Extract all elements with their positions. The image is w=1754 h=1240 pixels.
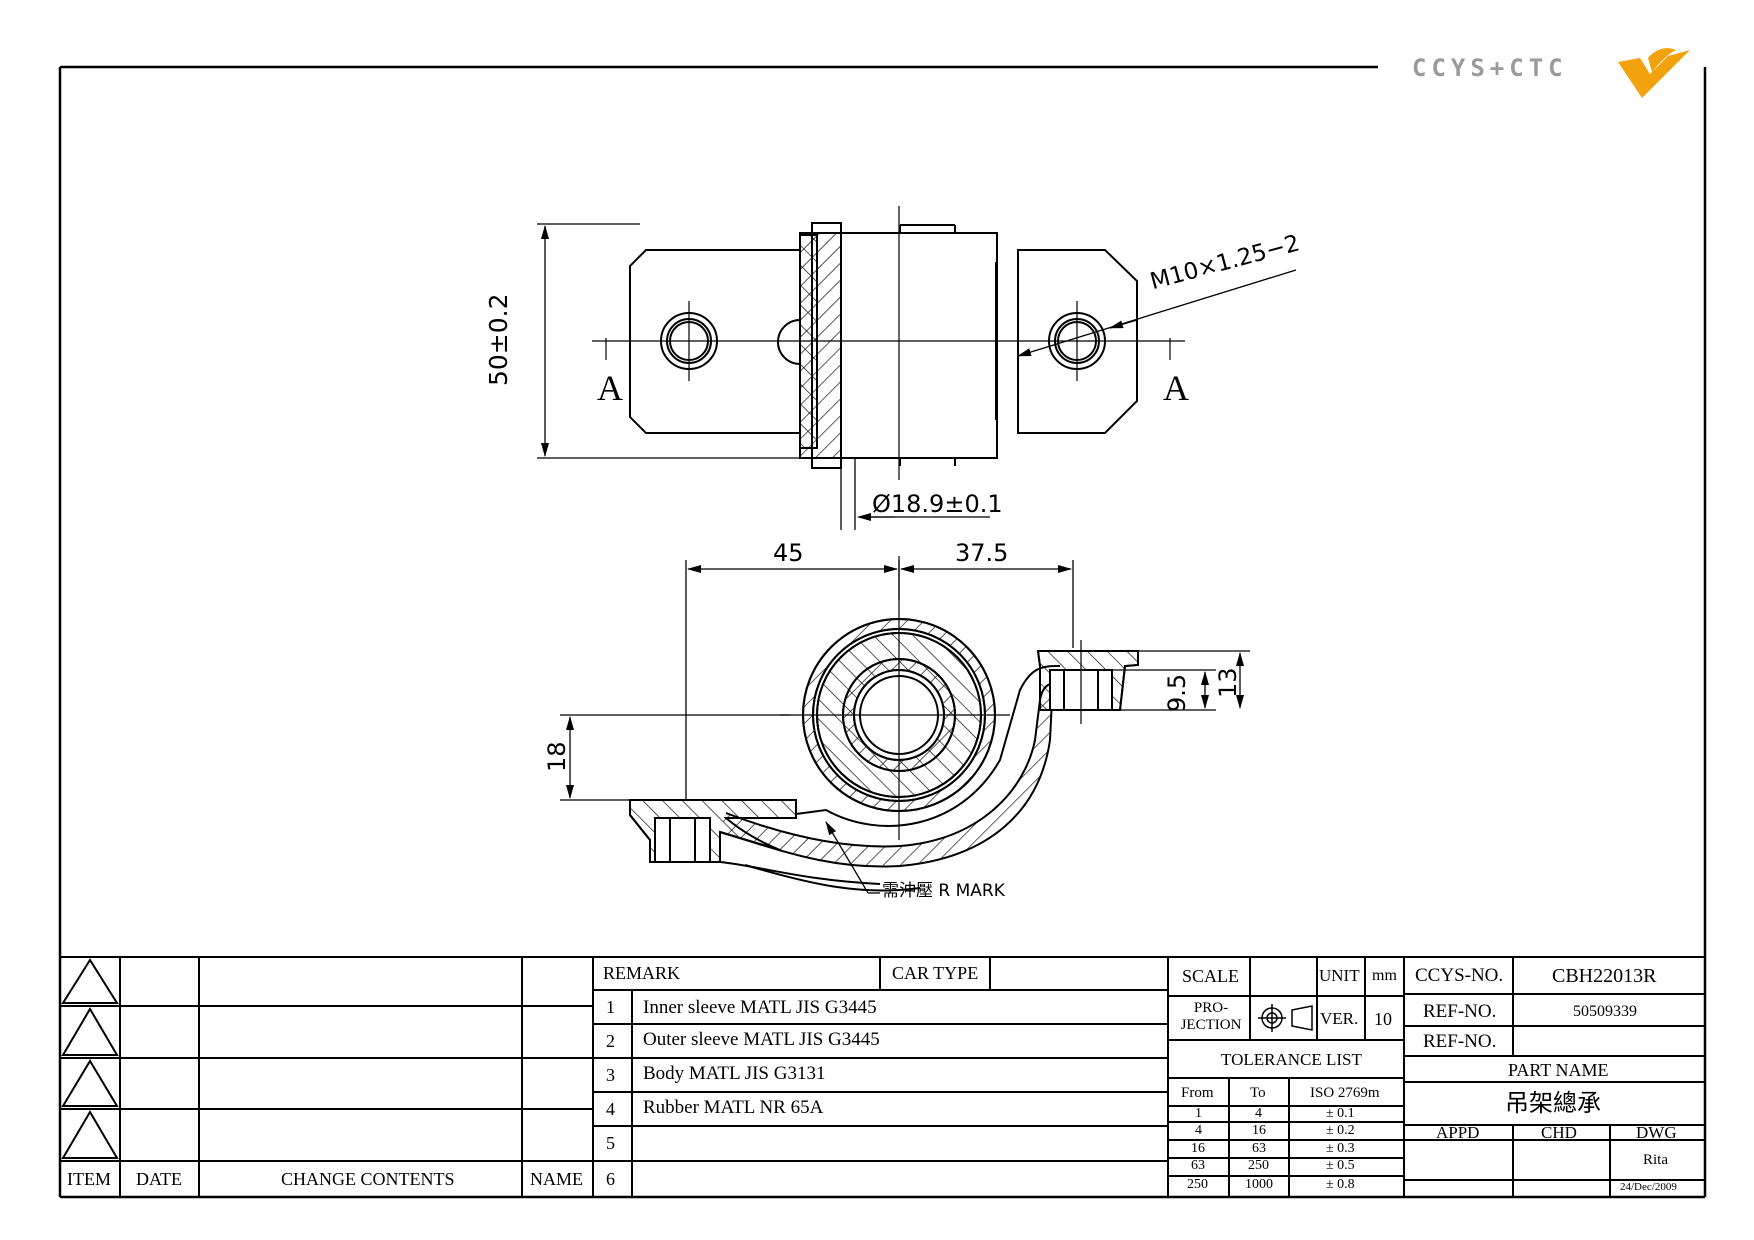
- drawn-by: Rita: [1643, 1152, 1668, 1168]
- tol-value: ± 0.5: [1326, 1158, 1355, 1173]
- ver-value: 10: [1374, 1009, 1392, 1029]
- top-centerlines: [592, 206, 1185, 480]
- scale-label: SCALE: [1182, 966, 1240, 986]
- tol-to: 1000: [1245, 1177, 1273, 1192]
- tol-to: 16: [1252, 1123, 1266, 1138]
- remark-text: Inner sleeve MATL JIS G3445: [643, 997, 877, 1018]
- remark-label: REMARK: [603, 963, 681, 983]
- dim-nut-outer-label: 13: [1214, 667, 1242, 698]
- tol-value: ± 0.8: [1326, 1177, 1355, 1192]
- dim-height: [537, 223, 812, 459]
- car-type-label: CAR TYPE: [892, 963, 979, 983]
- remark-no: 3: [606, 1065, 615, 1085]
- ccys-no-label: CCYS-NO.: [1415, 965, 1504, 986]
- logo-emblem-icon: [1618, 48, 1690, 98]
- unit-label: UNIT: [1319, 966, 1360, 985]
- tolerance-list-title: TOLERANCE LIST: [1221, 1050, 1362, 1069]
- tol-value: ± 0.3: [1326, 1141, 1355, 1156]
- remark-no: 2: [606, 1031, 615, 1051]
- dim-axis-height-label: 18: [543, 741, 571, 772]
- side-dimensions: [560, 560, 1250, 894]
- ref-no-value: 50509339: [1573, 1003, 1637, 1020]
- rev-header-item: ITEM: [67, 1169, 111, 1189]
- part-name-value: 吊架總承: [1505, 1089, 1601, 1117]
- section-mark-right: A: [1163, 368, 1189, 408]
- ref-no-label: REF-NO.: [1423, 1001, 1497, 1022]
- tol-from: 4: [1195, 1123, 1202, 1138]
- tol-from: 250: [1187, 1177, 1208, 1192]
- chd-label: CHD: [1541, 1123, 1577, 1142]
- tol-to: 250: [1248, 1158, 1269, 1173]
- tol-from: 1: [1195, 1106, 1202, 1121]
- tol-header-iso: ISO 2769m: [1310, 1085, 1380, 1101]
- remark-text: Rubber MATL NR 65A: [643, 1097, 824, 1118]
- remark-no: 5: [606, 1133, 615, 1153]
- dim-right-length-label: 37.5: [955, 539, 1009, 567]
- remark-text: Body MATL JIS G3131: [643, 1063, 826, 1084]
- remark-no: 4: [606, 1099, 615, 1119]
- tol-header-to: To: [1250, 1085, 1266, 1101]
- sheet-border: [58, 65, 1707, 1199]
- projection-symbol-icon: [1258, 1004, 1313, 1032]
- drawing-date: 24/Dec/2009: [1620, 1181, 1677, 1193]
- dwg-label: DWG: [1636, 1123, 1677, 1142]
- dim-height-label: 50±0.2: [484, 293, 513, 386]
- title-block-grid: [60, 956, 1705, 1197]
- part-name-label: PART NAME: [1508, 1060, 1609, 1080]
- tol-to: 63: [1252, 1141, 1266, 1156]
- side-view: [629, 618, 1139, 892]
- dim-diameter-label: Ø18.9±0.1: [872, 490, 1003, 518]
- company-logo-text: CCYS+CTC: [1412, 54, 1568, 82]
- rev-header-change-contents: CHANGE CONTENTS: [281, 1169, 455, 1189]
- ref-no2-label: REF-NO.: [1423, 1031, 1497, 1052]
- tol-to: 4: [1255, 1106, 1262, 1121]
- tol-value: ± 0.2: [1326, 1123, 1355, 1138]
- projection-label: PRO-JECTION: [1180, 1000, 1242, 1033]
- rev-header-date: DATE: [136, 1169, 182, 1189]
- rev-header-name: NAME: [530, 1169, 583, 1189]
- ver-label: VER.: [1320, 1009, 1359, 1028]
- dim-thread-leader: [1017, 269, 1297, 357]
- side-centerlines: [780, 556, 1082, 840]
- tol-from: 16: [1191, 1141, 1205, 1156]
- appd-label: APPD: [1436, 1123, 1480, 1142]
- dim-left-length-label: 45: [773, 539, 804, 567]
- dim-diameter: [840, 458, 990, 530]
- ccys-no-value: CBH22013R: [1552, 965, 1657, 987]
- remark-text: Outer sleeve MATL JIS G3445: [643, 1029, 880, 1050]
- dim-nut-inner-label: 9.5: [1163, 673, 1191, 712]
- section-mark-left: A: [597, 368, 623, 408]
- r-mark-callout: 需沖壓 R MARK: [882, 881, 1005, 901]
- tol-header-from: From: [1181, 1085, 1214, 1101]
- tol-value: ± 0.1: [1326, 1106, 1355, 1121]
- remark-no: 1: [606, 997, 615, 1017]
- tol-from: 63: [1191, 1158, 1205, 1173]
- remark-no: 6: [606, 1169, 615, 1189]
- top-view: [629, 222, 1138, 469]
- unit-value: mm: [1372, 967, 1397, 984]
